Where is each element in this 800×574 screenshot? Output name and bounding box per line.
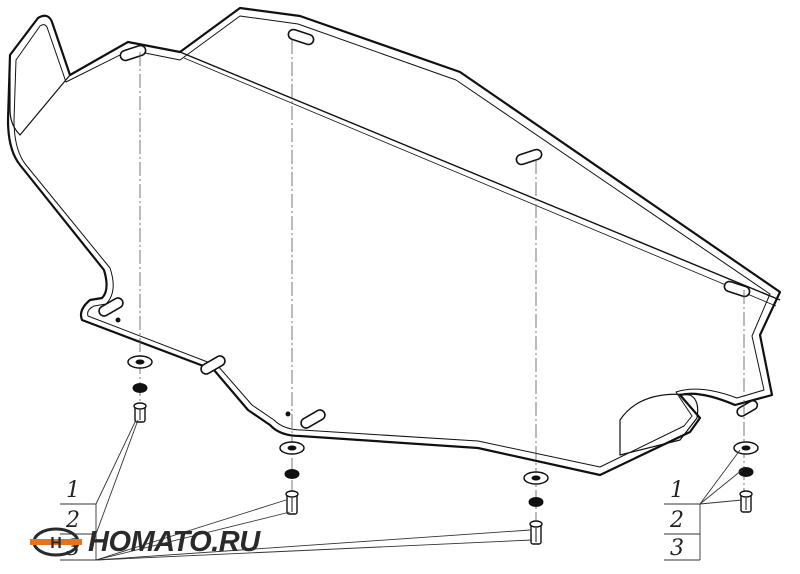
bolt — [739, 490, 753, 513]
right-callout-3: 3 — [670, 536, 684, 561]
bolt — [133, 402, 147, 423]
fastener-set-2 — [279, 441, 305, 515]
right-callout-2: 2 — [670, 508, 684, 533]
watermark-text: HOMATO.RU — [88, 525, 260, 558]
homato-watermark: H HOMATO.RU — [30, 522, 260, 562]
slot — [287, 28, 315, 46]
slot — [119, 44, 147, 62]
nut — [284, 469, 300, 479]
fastener-set-4 — [733, 441, 759, 513]
left-callout-leaders — [60, 419, 533, 561]
left-flap — [9, 15, 71, 136]
skid-plate — [6, 6, 782, 477]
left-callout-1: 1 — [66, 478, 80, 503]
plate-fold-line-inner — [183, 57, 777, 307]
nut — [738, 467, 754, 477]
homato-logo-icon: H — [30, 527, 82, 557]
plate-fold-line — [179, 51, 781, 301]
left-callout-2: 2 — [66, 508, 80, 533]
mounting-slots — [98, 28, 759, 429]
slot — [300, 409, 326, 429]
slot — [736, 399, 759, 417]
slot — [723, 280, 751, 298]
fastener-set-3 — [523, 471, 549, 545]
bolt — [529, 520, 543, 545]
bolt — [285, 490, 299, 515]
fastener-axes — [139, 40, 745, 540]
hole — [115, 317, 121, 323]
nut — [132, 383, 148, 393]
svg-text:H: H — [50, 535, 62, 552]
right-callout-1: 1 — [670, 478, 684, 503]
fastener-set-1 — [127, 355, 153, 423]
slot — [200, 355, 226, 375]
plate-outline-outer — [6, 6, 782, 477]
plate-outline-inner — [13, 15, 771, 468]
hole — [285, 411, 291, 417]
right-flap — [619, 393, 699, 456]
right-callout-leaders — [664, 449, 743, 561]
slot — [98, 297, 124, 317]
nut — [528, 497, 544, 507]
slot — [515, 148, 543, 166]
plate-holes — [115, 317, 291, 417]
